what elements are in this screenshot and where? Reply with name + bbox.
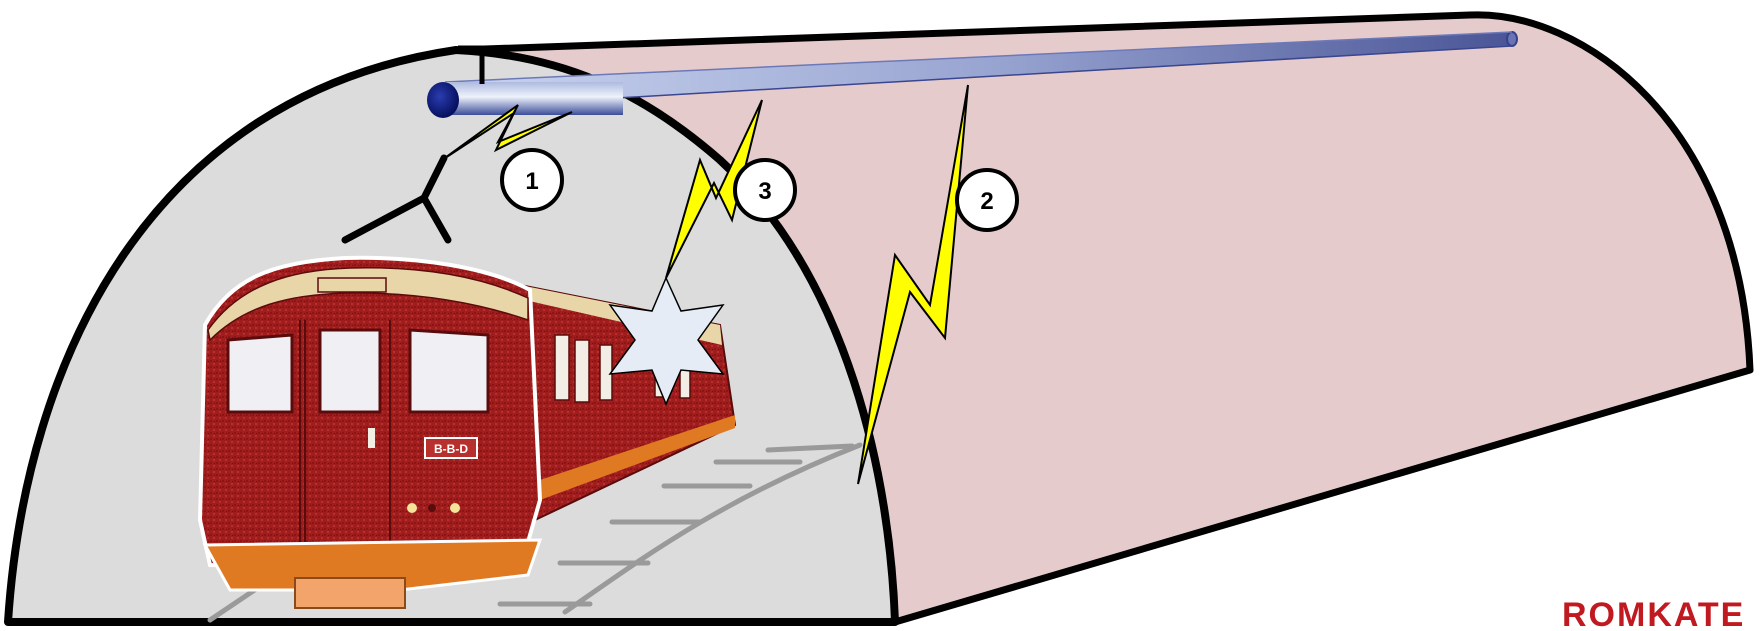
lightning-bolt-icon (665, 99, 763, 279)
marker-3: 3 (733, 158, 797, 222)
train-headlamp (450, 503, 460, 513)
marker-1: 1 (500, 148, 564, 212)
antenna-icon (341, 154, 452, 244)
marker-3-label: 3 (758, 178, 771, 205)
train-window (408, 328, 490, 414)
brand-logo: ROMKATE (1562, 596, 1745, 631)
marker-2-label: 2 (980, 188, 993, 215)
spark-star-icon (608, 276, 725, 406)
train-window (318, 328, 382, 414)
train-headlamp (428, 504, 436, 512)
train-window (226, 333, 294, 414)
destination-sign-text: B-B-D (434, 442, 468, 456)
lightning-bolt-icon (441, 104, 573, 161)
marker-2: 2 (955, 168, 1019, 232)
brand-logo-text: ROMKATE (1562, 596, 1745, 631)
destination-sign (424, 437, 478, 459)
train-headlamp (407, 503, 417, 513)
hanger-bracket-icon (458, 45, 520, 84)
lightning-bolt-icon (857, 84, 969, 485)
cable-pipe-icon (427, 31, 1518, 118)
train-buffer (294, 577, 406, 609)
marker-1-label: 1 (525, 168, 538, 195)
